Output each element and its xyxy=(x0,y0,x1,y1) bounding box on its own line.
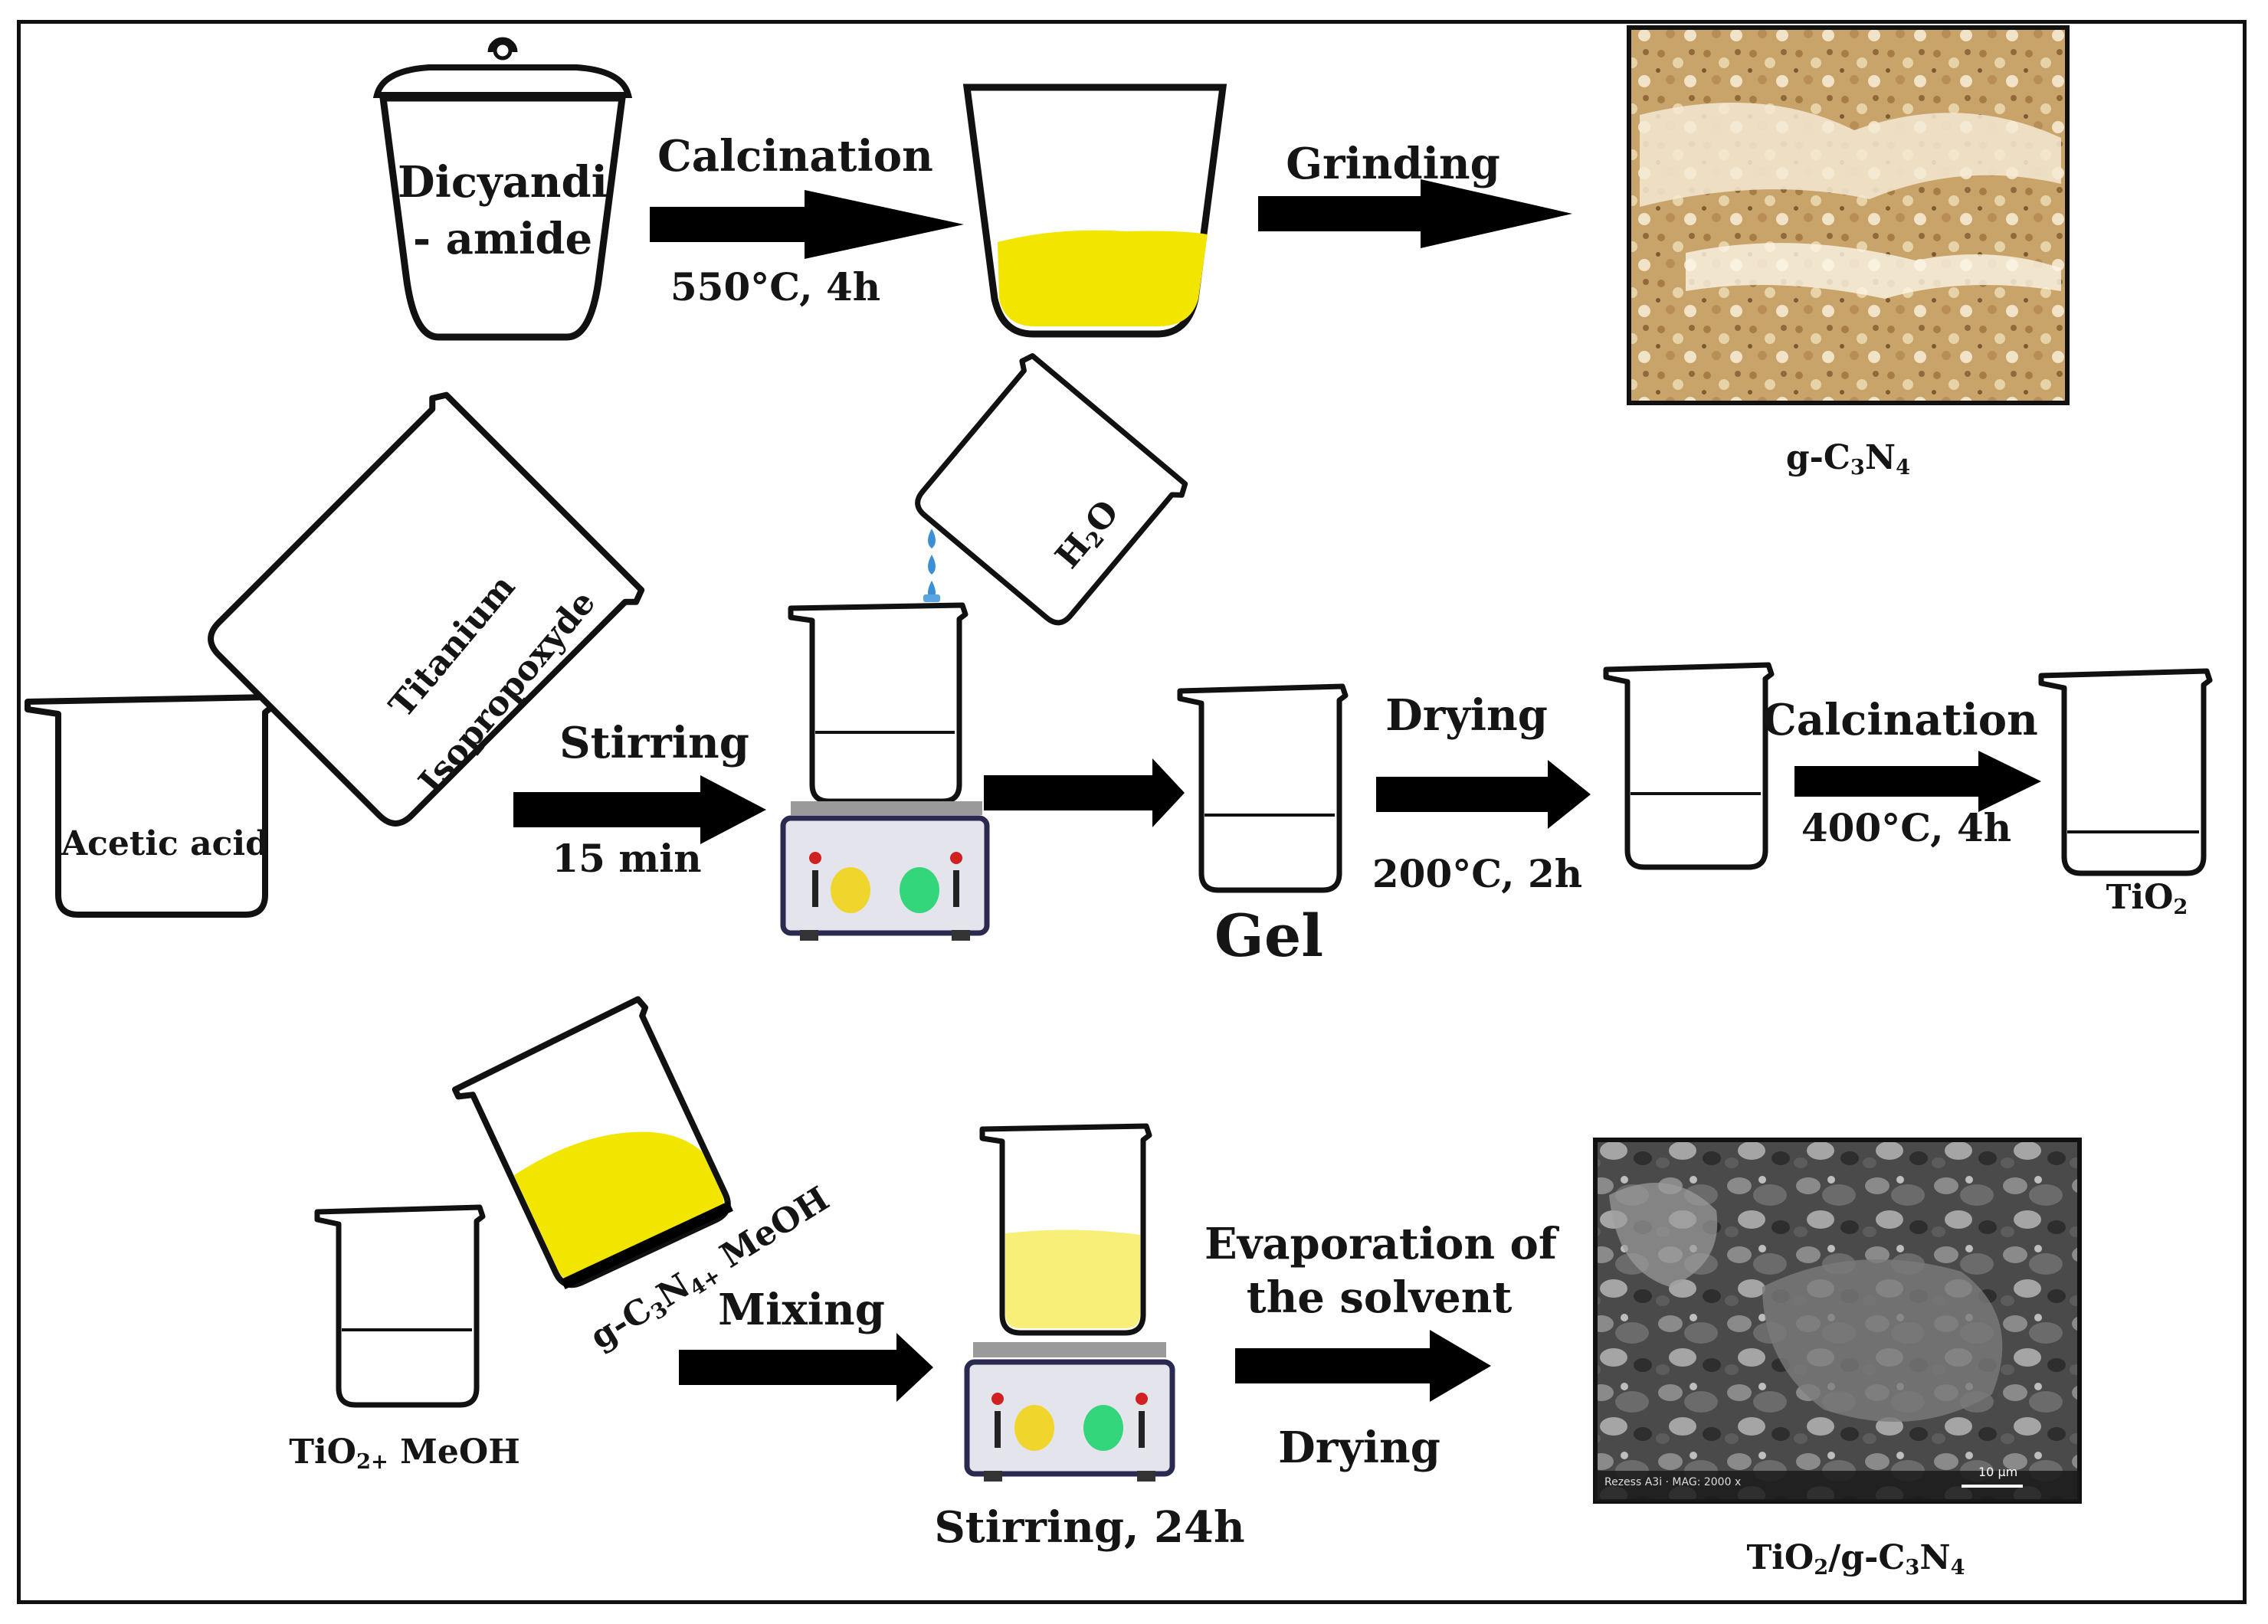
tio2-g-c3n4-label: TiO2/g-C3N4 xyxy=(1746,1538,1965,1580)
crucible-label-line2: - amide xyxy=(412,214,593,264)
sem-image-tio2-g-c3n4 xyxy=(1593,1138,2082,1504)
beaker-dried xyxy=(1603,662,1775,870)
yellow-powder xyxy=(998,230,1208,326)
stirring-label-row2: Stirring xyxy=(559,718,749,768)
evaporation-label-line1: Evaporation of xyxy=(1204,1219,1557,1269)
stirring-time-row2: 15 min xyxy=(552,836,702,881)
magnetic-stirrer-row3 xyxy=(964,1342,1175,1482)
drying-label-row2: Drying xyxy=(1385,690,1548,741)
mixing-label: Mixing xyxy=(718,1285,885,1335)
calcination-conditions-2: 400°C, 4h xyxy=(1801,805,2012,850)
arrow-drying xyxy=(1376,760,1591,829)
beaker-titanium-isopropoxyde xyxy=(208,391,645,827)
beaker-tio2 xyxy=(2038,668,2213,876)
drying-conditions-row2: 200°C, 2h xyxy=(1372,851,1583,896)
pale-yellow-solution xyxy=(1005,1229,1140,1328)
beaker-water xyxy=(915,353,1188,626)
beaker-gel xyxy=(1177,683,1349,893)
drying-label-row3: Drying xyxy=(1278,1423,1440,1473)
arrow-stirring xyxy=(513,775,766,844)
arrow-to-gel xyxy=(984,758,1185,827)
crucible-label-line1: Dicyandi xyxy=(398,157,608,208)
beaker-on-stirrer-row2 xyxy=(788,602,968,804)
water-drops xyxy=(923,529,940,602)
tio2-meoh-label: TiO2+ MeOH xyxy=(289,1432,520,1474)
crucible-g-c3n4-powder xyxy=(962,83,1227,338)
calcination-conditions-1: 550°C, 4h xyxy=(670,264,881,309)
calcination-label-1: Calcination xyxy=(657,131,933,182)
g-c3n4-label: g-C3N4 xyxy=(1785,438,1911,480)
sem-caption: Rezess A3i · MAG: 2000 x xyxy=(1604,1476,1742,1488)
arrow-evaporation xyxy=(1235,1330,1491,1402)
beaker-acetic-acid xyxy=(25,694,276,918)
magnetic-stirrer-row2 xyxy=(780,801,990,941)
g-c3n4-photo xyxy=(1627,25,2070,405)
stirring-24h-label: Stirring, 24h xyxy=(934,1502,1245,1553)
grinding-label: Grinding xyxy=(1286,139,1500,189)
beaker-on-stirrer-row3 xyxy=(979,1123,1152,1336)
beaker-tio2-meoh xyxy=(314,1204,486,1408)
figure-frame xyxy=(17,20,2247,1604)
beaker-g-c3n4-meoh xyxy=(451,996,733,1290)
calcination-label-2: Calcination xyxy=(1762,695,2038,745)
evaporation-label-line2: the solvent xyxy=(1246,1272,1513,1323)
tio2-label: TiO2 xyxy=(2106,878,2188,919)
arrow-calcination-1 xyxy=(650,190,964,259)
sem-scale-bar-label: 10 µm xyxy=(1978,1465,2018,1479)
acetic-acid-label: Acetic acid xyxy=(61,824,269,863)
arrow-grinding xyxy=(1258,179,1572,248)
arrow-mixing xyxy=(679,1333,933,1402)
yellow-g-c3n4-suspension xyxy=(513,1131,724,1280)
crucible-dicyandiamide xyxy=(372,37,633,341)
arrow-calcination-2 xyxy=(1794,751,2041,812)
gel-label: Gel xyxy=(1214,902,1324,970)
